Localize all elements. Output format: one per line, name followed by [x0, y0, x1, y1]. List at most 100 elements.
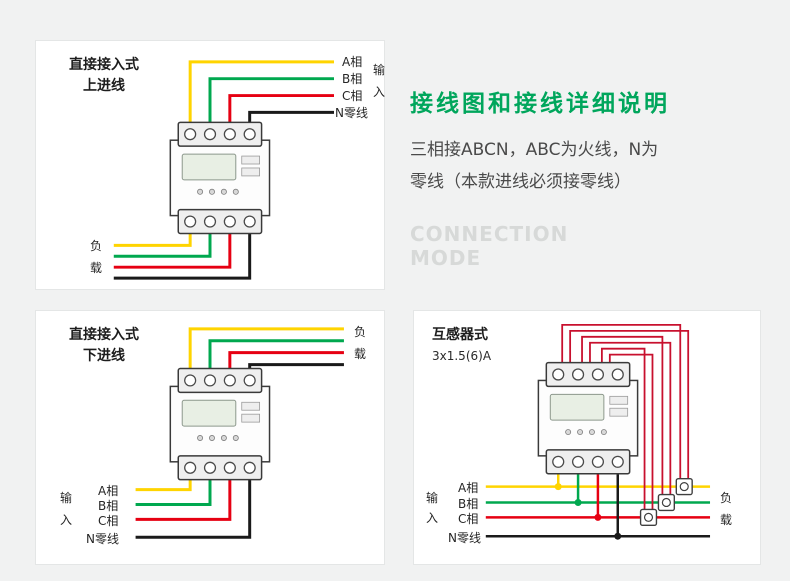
wire-load-phase-c	[228, 351, 344, 369]
label-input-char1: 输	[60, 491, 73, 505]
wiring-diagram-bottom-in	[135, 327, 344, 539]
label-input-char2: 入	[373, 85, 386, 99]
label-load-char2: 载	[90, 261, 103, 275]
terminal-screw	[223, 374, 236, 387]
meter-terminal-strip-top	[545, 361, 631, 388]
panel-title-line1: 直接接入式	[69, 327, 139, 343]
terminal-screw	[552, 455, 565, 468]
meter-button	[197, 435, 204, 441]
label-phase-b: B相	[342, 72, 363, 86]
label-phase-a: A相	[98, 484, 119, 498]
panel-title-line2: 下进线	[83, 348, 125, 364]
panel-title-direct-bottom-in: 直接接入式 下进线	[52, 325, 156, 367]
info-description: 三相接ABCN，ABC为火线，N为 零线（本款进线必须接零线）	[410, 134, 772, 198]
watermark-text: CONNECTION MODE	[410, 222, 772, 270]
meter-label	[241, 167, 260, 177]
wire-input-phase-b	[208, 77, 334, 123]
wire-input-phase-a	[135, 479, 192, 492]
terminal-screw	[203, 374, 217, 387]
ct-body	[639, 508, 658, 527]
label-phase-c: C相	[342, 89, 363, 103]
panel-title-line2: 3x1.5(6)A	[432, 349, 492, 363]
terminal-screw	[571, 368, 585, 381]
energy-meter	[537, 361, 639, 475]
info-title: 接线图和接线详细说明	[410, 91, 670, 117]
terminal-screw	[223, 215, 236, 228]
meter-button	[588, 429, 595, 436]
meter-button	[209, 188, 215, 195]
terminal-screw	[184, 461, 197, 474]
panel-title-ct: 互感器式 3x1.5(6)A	[432, 325, 522, 367]
wiring-diagram-ct	[485, 323, 711, 540]
terminal-screw	[203, 128, 217, 141]
wire-load-phase-c	[113, 233, 232, 269]
terminal-screw	[184, 374, 197, 387]
terminal-screw	[243, 128, 256, 141]
meter-display	[549, 393, 605, 421]
label-phase-a: A相	[458, 481, 479, 495]
terminal-screw	[223, 128, 236, 141]
panel-title-line2: 上进线	[83, 78, 125, 94]
terminal-screw	[243, 374, 256, 387]
label-phase-c: C相	[458, 512, 479, 526]
info-desc-line1: 三相接ABCN，ABC为火线，N为	[410, 140, 659, 160]
terminal-screw	[552, 368, 565, 381]
meter-button	[577, 429, 584, 436]
label-input-char2: 入	[60, 513, 73, 527]
label-phase-b: B相	[98, 499, 119, 513]
wire-load-phase-a	[113, 233, 192, 247]
terminal-screw	[184, 128, 197, 141]
wire-load-neutral	[248, 363, 344, 369]
label-load-char1: 负	[354, 325, 367, 339]
ct-secondary-wire	[600, 347, 646, 510]
junction-dot-phase-b	[574, 499, 582, 506]
current-transformer-a	[675, 477, 693, 496]
terminal-screw	[571, 455, 585, 468]
ct-secondary-wire	[589, 341, 672, 495]
label-neutral: N零线	[86, 532, 119, 546]
meter-terminal-strip-bottom	[177, 208, 263, 235]
info-block: 接线图和接线详细说明 三相接ABCN，ABC为火线，N为 零线（本款进线必须接零…	[410, 84, 772, 270]
terminal-screw	[184, 215, 197, 228]
meter-terminal-strip-top	[177, 367, 263, 394]
ct-secondary-wire	[561, 323, 682, 479]
ct-core	[679, 482, 689, 492]
panel-title-line1: 互感器式	[432, 327, 488, 343]
meter-button	[232, 188, 239, 195]
ct-core	[661, 497, 671, 508]
meter-label	[609, 395, 629, 405]
label-input-char1: 输	[373, 63, 386, 77]
terminal-screw	[591, 368, 605, 381]
wire-load-phase-b	[113, 233, 212, 258]
wire-load-neutral	[113, 233, 252, 280]
wiring-diagram-top-in	[113, 60, 334, 280]
ct-body	[657, 493, 676, 512]
label-phase-c: C相	[98, 514, 119, 528]
panel-title-line1: 直接接入式	[69, 57, 139, 73]
wire-input-phase-b	[135, 479, 212, 506]
meter-button	[232, 435, 239, 441]
meter-label	[241, 413, 261, 423]
label-neutral: N零线	[335, 106, 368, 120]
panel-direct-bottom-in: 直接接入式 下进线	[35, 310, 385, 565]
ct-secondary-wire	[569, 329, 690, 479]
meter-button	[565, 429, 572, 436]
panel-title-direct-top-in: 直接接入式 上进线	[52, 55, 156, 97]
label-load-char2: 载	[354, 347, 367, 361]
terminal-screw	[243, 215, 256, 228]
current-transformer-b	[657, 493, 676, 512]
meter-terminal-strip-bottom	[177, 455, 263, 481]
label-load-char1: 负	[720, 491, 733, 505]
meter-button	[220, 188, 227, 195]
terminal-screw	[203, 461, 217, 474]
meter-display	[181, 153, 237, 181]
meter-label	[609, 407, 629, 417]
wire-input-phase-c	[228, 94, 334, 123]
panel-direct-top-in: 直接接入式 上进线	[35, 40, 385, 290]
label-input-char1: 输	[426, 491, 439, 505]
watermark-line2: MODE	[410, 246, 482, 270]
label-neutral: N零线	[448, 531, 481, 545]
junction-dot-neutral	[614, 532, 622, 540]
wire-input-phase-c	[135, 479, 232, 521]
